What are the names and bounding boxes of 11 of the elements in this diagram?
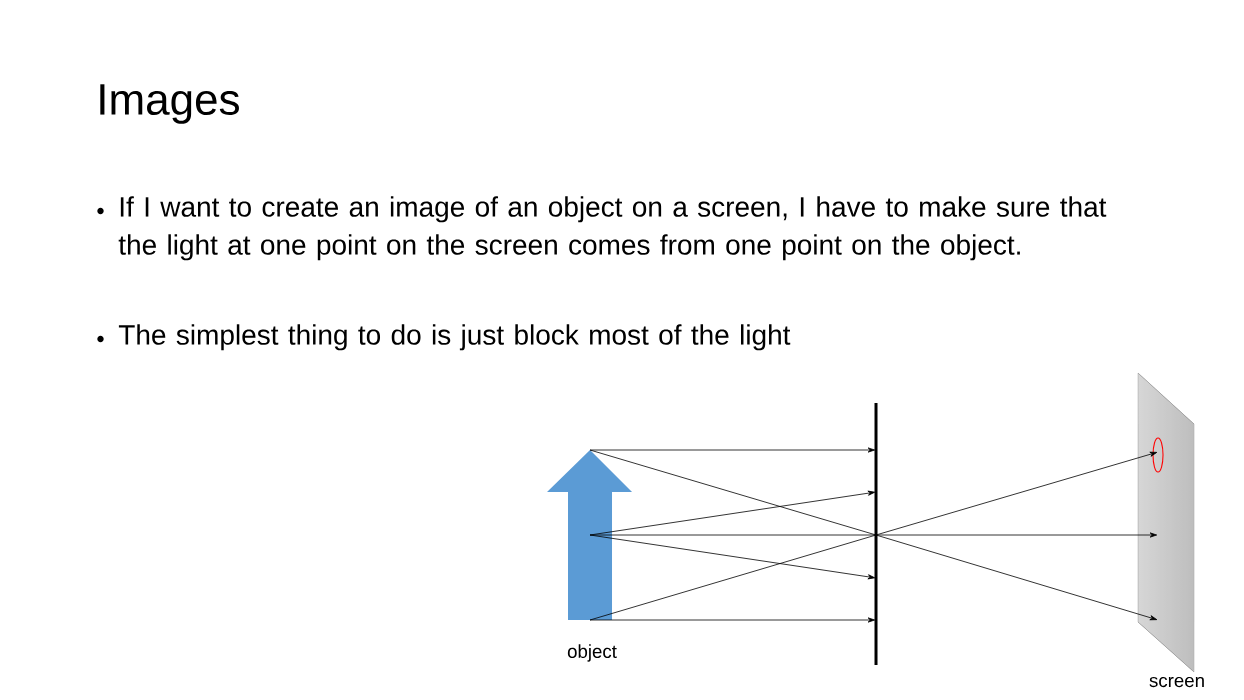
caption-text: object: [567, 644, 617, 662]
slide-title: Images: [100, 84, 239, 124]
object-arrow: [547, 450, 632, 620]
screen-drawing: [1137, 372, 1195, 673]
caption-text: screen: [1149, 676, 1204, 688]
light-ray: [589, 447, 876, 453]
light-ray: [589, 534, 876, 580]
light-ray: [589, 532, 1158, 538]
bullet-text: The simplest thing to do is just block most of the light: [118, 324, 791, 351]
bullet-text: If I want to create an image of an object on a screen, I have to make sure that the light at one point on the screen comes from one point on the object.: [118, 196, 1107, 261]
light-ray: [589, 617, 876, 623]
